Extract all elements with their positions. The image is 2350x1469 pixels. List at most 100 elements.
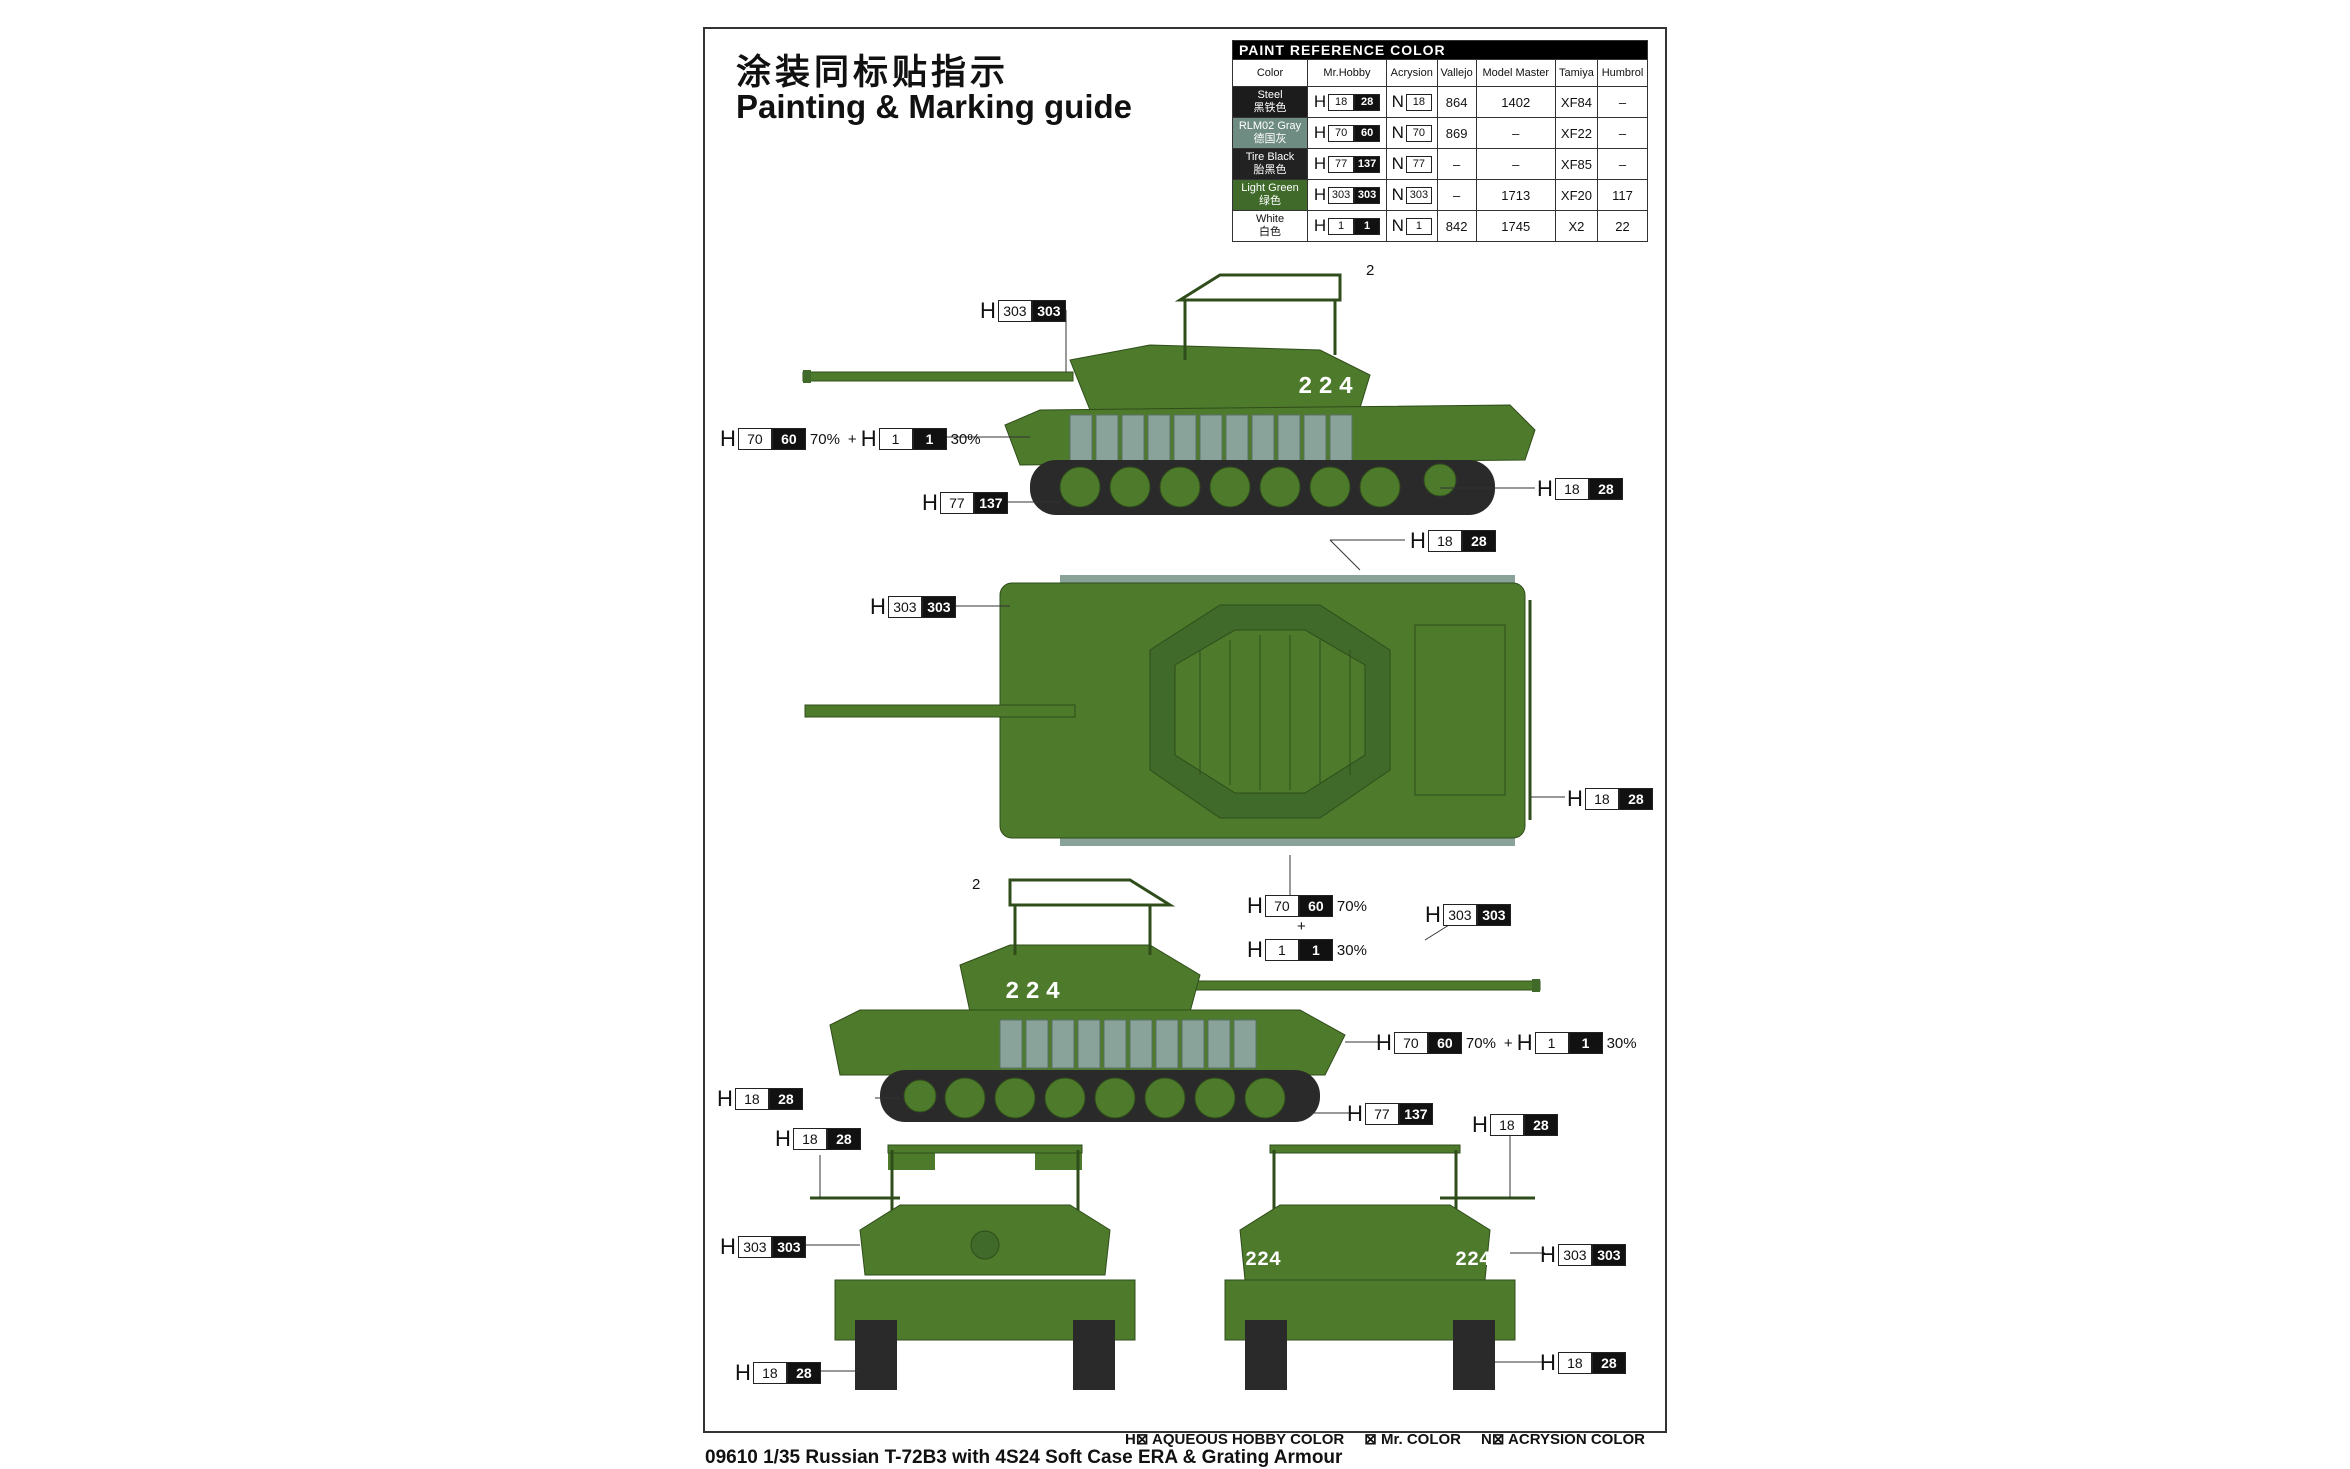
code-white: 18 <box>1427 530 1462 552</box>
code-white: 303 <box>997 300 1032 322</box>
code-black: 28 <box>1591 1352 1626 1374</box>
code-black: 1 <box>1568 1032 1603 1054</box>
paint-name: Tire Black <box>1245 151 1295 163</box>
mix-plus: + <box>1503 1034 1513 1052</box>
tamiya-code: XF84 <box>1554 86 1598 118</box>
marking-224-rear-left: 224 <box>1245 1249 1281 1272</box>
paint-prefix: H <box>1425 902 1441 927</box>
paint-name-cn: 白色 <box>1259 226 1281 238</box>
mix-plus: + <box>1297 918 1306 935</box>
code-black: 60 <box>1298 895 1333 917</box>
mix-plus: + <box>847 430 857 448</box>
tank-rear-view <box>1224 1144 1535 1390</box>
code-white: 18 <box>1554 478 1589 500</box>
code-white: 1 <box>1534 1032 1569 1054</box>
code-white: 70 <box>737 428 772 450</box>
paint-name: White <box>1255 213 1285 225</box>
code-black: 28 <box>1461 530 1496 552</box>
code-white: 1 <box>1264 939 1299 961</box>
paint-prefix: H <box>1516 1030 1533 1055</box>
mix-percent: 70% <box>809 430 840 448</box>
code-black: 28 <box>768 1088 803 1110</box>
code-white: 18 <box>1489 1114 1524 1136</box>
paint-prefix: H <box>720 426 736 451</box>
code-black: 303 <box>1591 1244 1626 1266</box>
paint-prefix: H <box>1540 1350 1556 1375</box>
model-master-code: – <box>1475 148 1556 180</box>
tank-side-view-right <box>829 878 1541 1122</box>
paint-table-heading: PAINT REFERENCE COLOR <box>1232 40 1648 60</box>
code-white: 303 <box>1557 1244 1592 1266</box>
legend-mr-color: ⊠ Mr. COLOR <box>1364 1431 1462 1448</box>
mix-percent: 70% <box>1465 1034 1496 1052</box>
col-humbrol: Humbrol <box>1596 59 1649 87</box>
paint-prefix: H <box>860 426 877 451</box>
code-black: 137 <box>973 492 1008 514</box>
paint-prefix: H <box>775 1126 791 1151</box>
code-black: 60 <box>1427 1032 1462 1054</box>
paint-prefix: H <box>1347 1101 1363 1126</box>
model-master-code: 1713 <box>1475 179 1556 211</box>
legend-aqueous: H⊠ AQUEOUS HOBBY COLOR <box>1125 1431 1345 1448</box>
code-white: 303 <box>737 1236 772 1258</box>
paint-reference-table: PAINT REFERENCE COLOR Color Mr.Hobby Acr… <box>1232 40 1649 242</box>
humbrol-code: – <box>1596 148 1649 180</box>
code-black: 303 <box>921 596 956 618</box>
legend: H⊠ AQUEOUS HOBBY COLOR ⊠ Mr. COLOR N⊠ AC… <box>1125 1430 1645 1448</box>
paint-prefix: H <box>1247 937 1263 962</box>
code-white: 70 <box>1393 1032 1428 1054</box>
paint-name-cn: 胎黑色 <box>1253 164 1287 176</box>
title-chinese: 涂装同标贴指示 <box>736 53 1010 93</box>
paint-name-cn: 德国灰 <box>1253 133 1287 145</box>
code-black: 28 <box>1588 478 1623 500</box>
paint-name: RLM02 Gray <box>1238 120 1302 132</box>
tamiya-code: X2 <box>1554 210 1598 242</box>
vallejo-code: 842 <box>1436 210 1477 242</box>
tamiya-code: XF20 <box>1554 179 1598 211</box>
code-white: 18 <box>1584 788 1619 810</box>
code-black: 1 <box>1298 939 1333 961</box>
tank-top-view <box>804 575 1532 846</box>
paint-prefix: H <box>735 1360 751 1385</box>
paint-name: Steel <box>1257 89 1283 101</box>
mix-percent: 30% <box>1606 1034 1637 1052</box>
paint-prefix: H <box>1567 786 1583 811</box>
mix-percent: 70% <box>1336 897 1367 915</box>
code-white: 18 <box>792 1128 827 1150</box>
paint-name-cn: 黑铁色 <box>1253 102 1287 114</box>
code-white: 18 <box>752 1362 787 1384</box>
model-master-code: 1745 <box>1475 210 1556 242</box>
ref-number-2-bottom: 2 <box>972 876 981 893</box>
paint-name: Light Green <box>1241 182 1299 194</box>
col-vallejo: Vallejo <box>1436 59 1477 87</box>
code-black: 60 <box>771 428 806 450</box>
code-white: 18 <box>1557 1352 1592 1374</box>
code-black: 28 <box>826 1128 861 1150</box>
humbrol-code: 22 <box>1596 210 1649 242</box>
code-white: 303 <box>1442 904 1477 926</box>
footer-title: 09610 1/35 Russian T-72B3 with 4S24 Soft… <box>705 1447 1343 1468</box>
code-white: 77 <box>939 492 974 514</box>
paint-prefix: H <box>1472 1112 1488 1137</box>
